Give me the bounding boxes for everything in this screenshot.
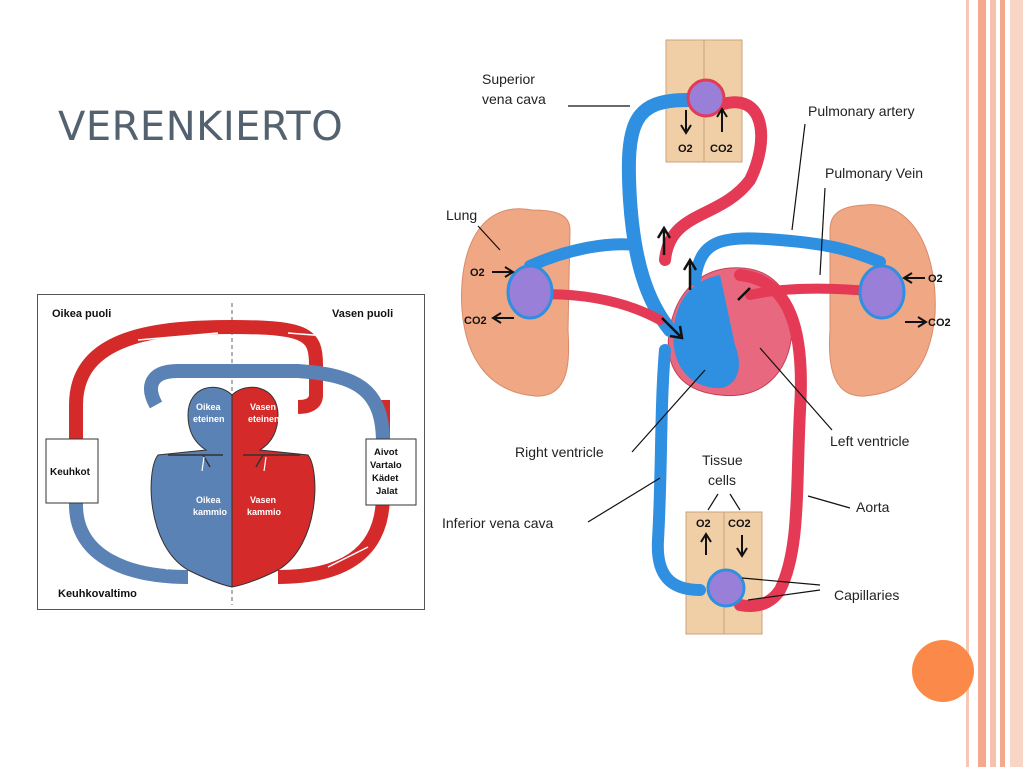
simple-circulation-diagram: Oikea puoli Vasen puoli Oikea eteinen Va… [37,294,425,610]
pulmonary-artery-label: Keuhkovaltimo [58,588,137,600]
left-ventricle-label-1: Vasen [250,495,276,505]
detailed-circulation-diagram: O2 CO2 O2 CO2 O2 CO2 O2 CO2 Superior ven… [420,30,965,645]
right-arrow-icon [492,266,515,278]
body-box-label-1: Aivot [374,447,399,458]
co2-label-right-lung: CO2 [928,317,951,329]
flow-arrow-line [137,332,219,341]
up-arrow-icon [716,107,728,132]
valve-line [202,454,211,468]
body-box-label-3: Kädet [372,473,399,484]
left-atrium-label-2: eteinen [248,414,280,424]
capillary-bed-top [686,78,726,118]
slide-title: VERENKIERTO [58,104,344,150]
flow-arrow-line [327,546,369,568]
aorta-arch [659,96,768,266]
pulmonary-artery-label: Pulmonary artery [808,103,915,119]
capillary-bed-bottom [706,568,746,608]
vena-cava-vessel [144,364,390,444]
simple-circulation-svg: Oikea puoli Vasen puoli Oikea eteinen Va… [45,303,417,605]
co2-label-top: CO2 [710,143,733,155]
body-box-label-2: Vartalo [370,460,402,471]
right-arrow-icon [905,316,928,328]
valve-line [255,454,264,468]
leader-line [741,577,821,586]
decorative-stripe [990,0,996,767]
right-ventricle-label: Right ventricle [515,444,604,460]
decorative-stripe [1010,0,1023,767]
oxygen-label-right-lung: O2 [928,273,943,285]
down-arrow-icon [201,456,205,472]
detailed-circulation-svg: O2 CO2 O2 CO2 O2 CO2 O2 CO2 Superior ven… [442,39,951,635]
decorative-circle [912,640,974,702]
pulmonary-vein-label: Pulmonary Vein [825,165,923,181]
heart-left-half [231,386,316,588]
aorta-vessel [277,445,390,584]
body-box-label-4: Jalat [376,486,398,497]
leader-line [707,493,719,511]
superior-vena-cava-label-1: Superior [482,71,535,87]
lung-capillaries-left [506,264,554,320]
flow-arrow-icon [661,317,684,340]
tissue-cells-label-1: Tissue [702,452,743,468]
oxygen-label-left-lung: O2 [470,267,485,279]
decorative-stripe [978,0,986,767]
up-arrow-icon [682,257,698,290]
pulmonary-artery-right [689,232,886,286]
aorta-label: Aorta [856,499,890,515]
co2-label-bottom: CO2 [728,518,751,530]
down-arrow-icon [680,110,692,135]
body-box [365,438,417,506]
aorta-descending [734,269,807,613]
down-arrow-icon [263,456,267,472]
leader-line [819,187,826,276]
leader-line [631,369,706,453]
leader-line [587,477,661,523]
right-side-label: Oikea puoli [52,308,111,320]
leader-line [791,123,806,231]
lung-capillaries-right [858,264,906,320]
left-ventricle-label-2: kammio [247,507,282,517]
left-ventricle-label: Left ventricle [830,433,910,449]
leader-line [729,493,741,511]
right-atrium-label-2: eteinen [193,414,225,424]
lungs-box-label: Keuhkot [50,467,91,478]
pulmonary-artery-left [524,238,641,272]
pulmonary-vein-vessel [69,319,323,445]
leader-line [747,589,821,601]
left-side-label: Vasen puoli [332,308,393,320]
superior-vena-cava-vessel [621,93,695,337]
leader-line [759,347,833,431]
heart-right-side [673,275,739,389]
left-atrium-label-1: Vasen [250,402,276,412]
up-arrow-icon [700,532,712,555]
pulmonary-artery-vessel [69,485,189,584]
inferior-vena-cava-label: Inferior vena cava [442,515,553,531]
lungs-box [45,438,99,504]
co2-label-left-lung: CO2 [464,315,487,327]
flow-arrow-icon [737,287,751,301]
decorative-stripe [966,0,969,767]
superior-vena-cava-label-2: vena cava [482,91,546,107]
capillaries-label: Capillaries [834,587,899,603]
up-arrow-icon [656,225,672,255]
leader-line [477,225,501,251]
leader-line [807,495,851,509]
tissue-cells-label-2: cells [708,472,736,488]
down-arrow-icon [736,535,748,558]
left-arrow-icon [902,272,925,284]
decorative-stripe [1000,0,1005,767]
right-atrium-label-1: Oikea [196,402,222,412]
right-ventricle-label-2: kammio [193,507,228,517]
flow-arrow-line [127,556,169,570]
heart-right-half [150,386,233,588]
oxygen-label-bottom: O2 [696,518,711,530]
inferior-vena-cava-vessel [651,344,706,596]
oxygen-label-top: O2 [678,143,693,155]
left-arrow-icon [491,312,514,324]
flow-arrow-line [287,332,339,338]
lung-label: Lung [446,207,477,223]
right-ventricle-label-1: Oikea [196,495,222,505]
